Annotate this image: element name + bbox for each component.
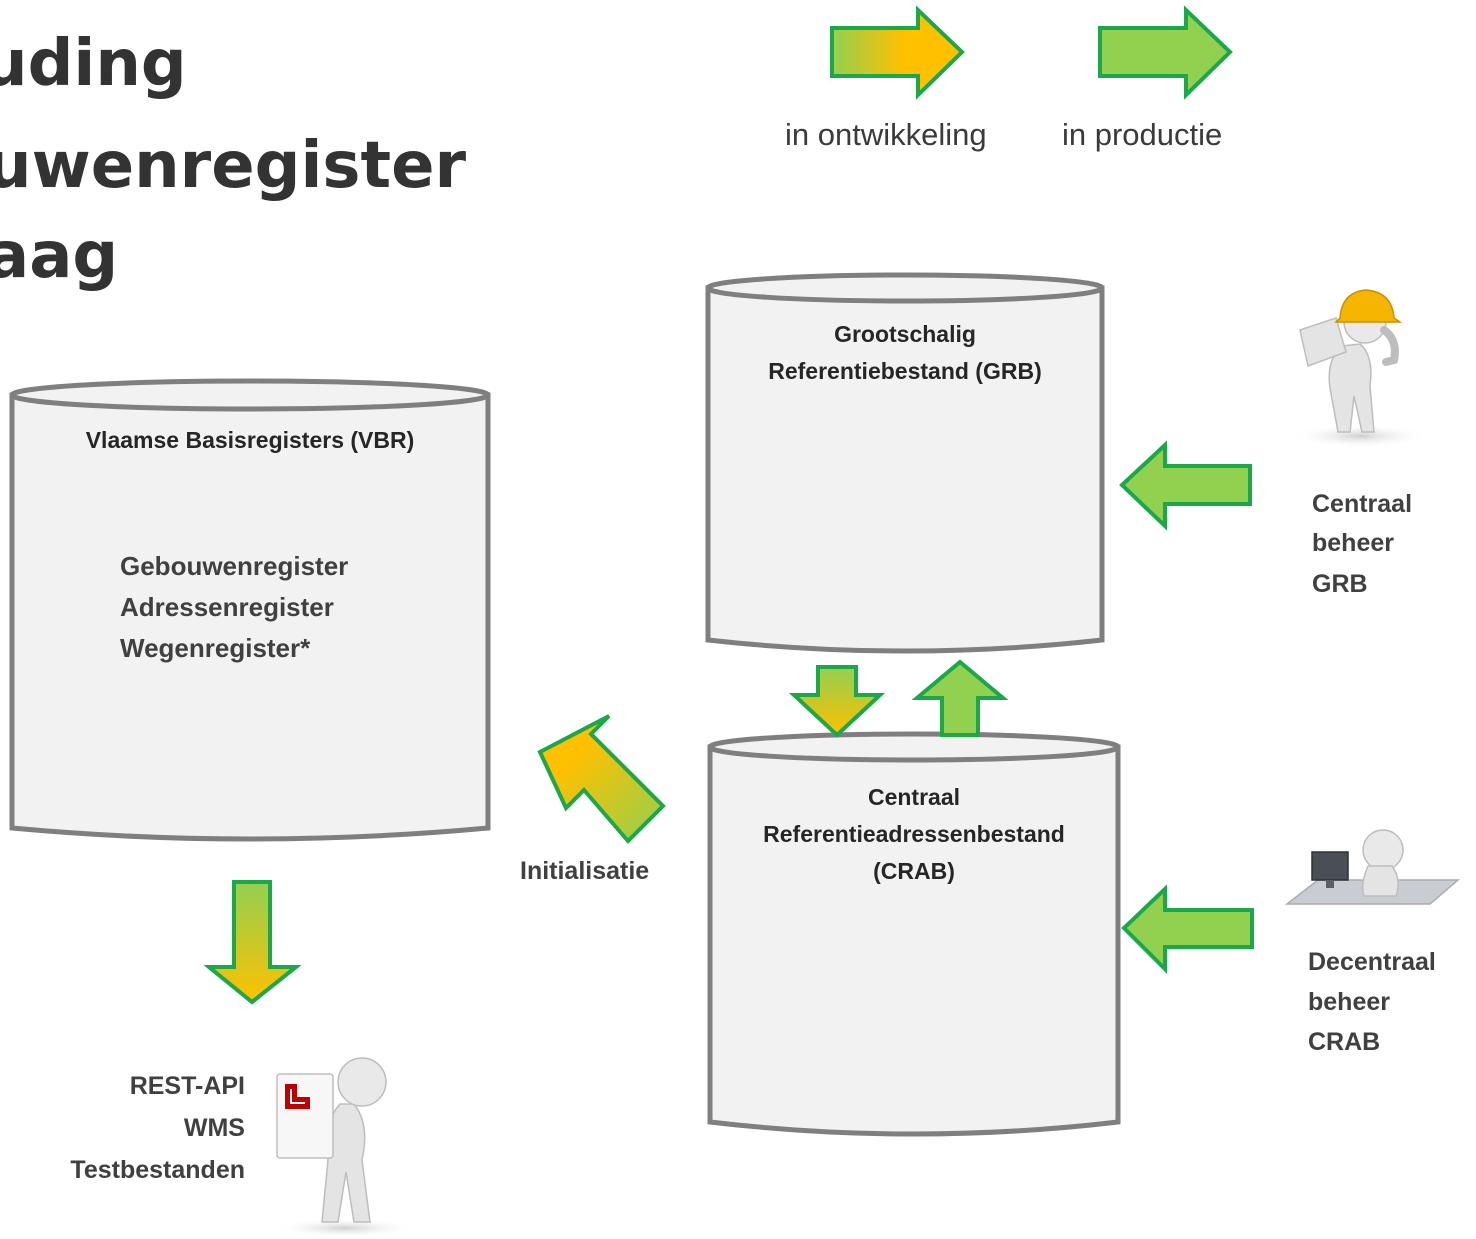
crab-to-grb-arrow xyxy=(911,659,1009,737)
outputs-label: REST-API WMS Testbestanden xyxy=(70,1072,245,1184)
vbr-register-1: Gebouwenregister xyxy=(120,551,348,581)
decentral-management-line-3: CRAB xyxy=(1308,1028,1380,1056)
initialisatie-label: Initialisatie xyxy=(520,857,649,885)
page-title: uding uwenregister aag xyxy=(0,27,466,293)
decentral-management-line-2: beheer xyxy=(1308,988,1390,1016)
crab-title-line-1: Centraal xyxy=(868,784,960,810)
central-management-line-2: beheer xyxy=(1312,529,1394,557)
worker-with-helmet-icon xyxy=(1292,289,1428,448)
decentral-management-arrow xyxy=(1121,884,1254,974)
central-management-arrow xyxy=(1119,440,1252,531)
outputs-line-3: Testbestanden xyxy=(70,1156,245,1184)
vbr-title: Vlaamse Basisregisters (VBR) xyxy=(86,427,415,453)
decentral-management-line-1: Decentraal xyxy=(1308,948,1436,976)
central-management-line-1: Centraal xyxy=(1312,490,1412,518)
crab-database: Centraal Referentieadressenbestand (CRAB… xyxy=(707,731,1121,1137)
legend-development-label: in ontwikkeling xyxy=(785,117,987,152)
legend-production-label: in productie xyxy=(1062,117,1222,152)
vbr-to-output-arrow xyxy=(203,880,302,1005)
legend: in ontwikkeling in productie xyxy=(785,5,1233,152)
vbr-database: Vlaamse Basisregisters (VBR) Gebouwenreg… xyxy=(9,378,491,842)
title-line-3: aag xyxy=(0,219,118,293)
crab-title-line-3: (CRAB) xyxy=(873,858,955,884)
legend-production-arrow xyxy=(1098,5,1233,100)
grb-title-line-2: Referentiebestand (GRB) xyxy=(768,358,1041,384)
legend-development-arrow xyxy=(830,5,965,100)
decentral-management-label: Decentraal beheer CRAB xyxy=(1308,948,1436,1056)
outputs-line-1: REST-API xyxy=(130,1072,245,1100)
title-line-2: uwenregister xyxy=(0,129,466,203)
grb-database: Grootschalig Referentiebestand (GRB) xyxy=(705,272,1105,654)
central-management-label: Centraal beheer GRB xyxy=(1312,490,1412,598)
vbr-register-3: Wegenregister* xyxy=(120,633,311,663)
grb-title-line-1: Grootschalig xyxy=(834,321,976,347)
initialisatie-arrow xyxy=(537,714,666,844)
person-holding-document-icon xyxy=(275,1057,415,1238)
grb-to-crab-arrow xyxy=(788,665,886,738)
vbr-register-2: Adressenregister xyxy=(120,592,334,622)
crab-title-line-2: Referentieadressenbestand xyxy=(763,821,1065,847)
title-line-1: uding xyxy=(0,27,187,101)
person-at-computer-icon xyxy=(1284,829,1461,905)
outputs-line-2: WMS xyxy=(184,1114,245,1142)
central-management-line-3: GRB xyxy=(1312,570,1368,598)
